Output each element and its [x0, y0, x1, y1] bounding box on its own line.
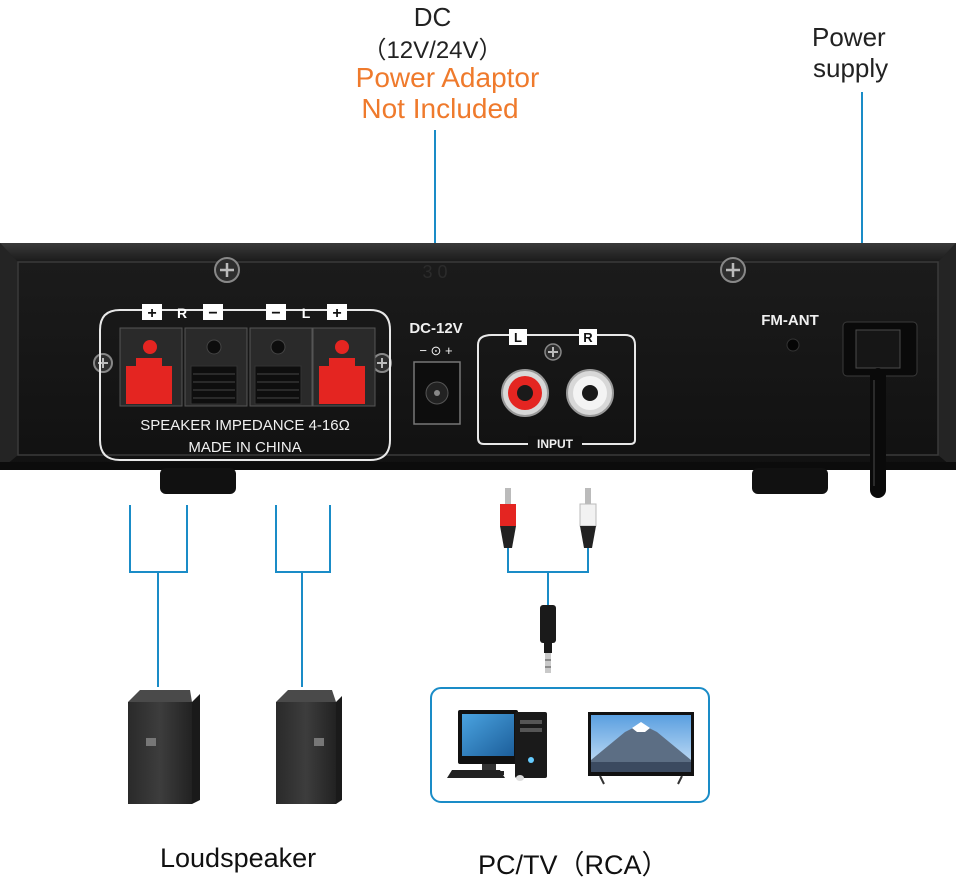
dc-voltage: （12V/24V）: [362, 37, 503, 64]
rca-cable: [500, 488, 597, 673]
terminal-black-l-minus: [249, 327, 313, 407]
svg-text:−: −: [208, 305, 217, 322]
loudspeaker-left-icon: [128, 690, 200, 804]
input-label: INPUT: [537, 437, 574, 451]
input-left-badge: [509, 329, 527, 345]
dc-jack-icon: [413, 361, 461, 425]
terminal-black-r-minus: [184, 327, 248, 407]
rca-jack-white-icon: [566, 369, 614, 417]
svg-text:+: +: [332, 305, 341, 322]
rca-plug-white-icon: [579, 488, 597, 548]
speaker-wires: [129, 505, 331, 687]
foot-right: [752, 468, 828, 494]
power-supply-line2: supply: [813, 53, 889, 83]
foot-left: [160, 468, 236, 494]
serial-mark: 3 0: [422, 262, 447, 282]
rca-plug-red-icon: [500, 488, 516, 548]
svg-text:+: +: [147, 305, 156, 322]
adaptor-note-line2: Not Included: [361, 93, 519, 124]
svg-text:−: −: [271, 305, 280, 322]
terminal-polarity-row: + R − − L +: [142, 304, 347, 322]
input-right-label: R: [583, 330, 593, 345]
loudspeaker-label: Loudspeaker: [160, 843, 317, 873]
pctv-label: PC/TV（RCA）: [478, 850, 669, 880]
power-supply-line1: Power: [812, 22, 886, 52]
rca-jack-red-icon: [501, 369, 549, 417]
aux-plug-icon: [540, 605, 556, 673]
fm-ant-hole: [786, 338, 800, 352]
screw-icon: [372, 353, 392, 373]
input-label-bg: [528, 436, 582, 451]
screw-icon: [544, 343, 562, 361]
loudspeaker-right-icon: [276, 690, 342, 804]
desktop-pc-icon: [447, 710, 547, 781]
screw-icon: [214, 257, 240, 283]
tv-icon: [588, 712, 694, 785]
svg-text:L: L: [302, 305, 311, 321]
dc-label: DC-12V: [409, 320, 462, 337]
made-in-text: MADE IN CHINA: [188, 439, 301, 456]
input-outline: [477, 334, 636, 445]
screw-icon: [720, 257, 746, 283]
input-right-badge: [579, 329, 597, 345]
fm-ant-label: FM-ANT: [761, 312, 818, 329]
input-left-label: L: [514, 330, 522, 345]
terminal-red-l-plus: [312, 327, 376, 407]
speaker-impedance-text: SPEAKER IMPEDANCE 4-16Ω: [140, 417, 350, 434]
dc-polarity: − ⊙ +: [419, 343, 452, 358]
svg-text:R: R: [177, 305, 187, 321]
speaker-terminal-outline: [99, 309, 391, 461]
dc-title: DC: [413, 2, 452, 32]
screw-icon: [93, 353, 113, 373]
terminal-red-r-plus: [119, 327, 183, 407]
adaptor-note-line1: Power Adaptor: [355, 62, 540, 93]
power-cable: [842, 321, 918, 498]
